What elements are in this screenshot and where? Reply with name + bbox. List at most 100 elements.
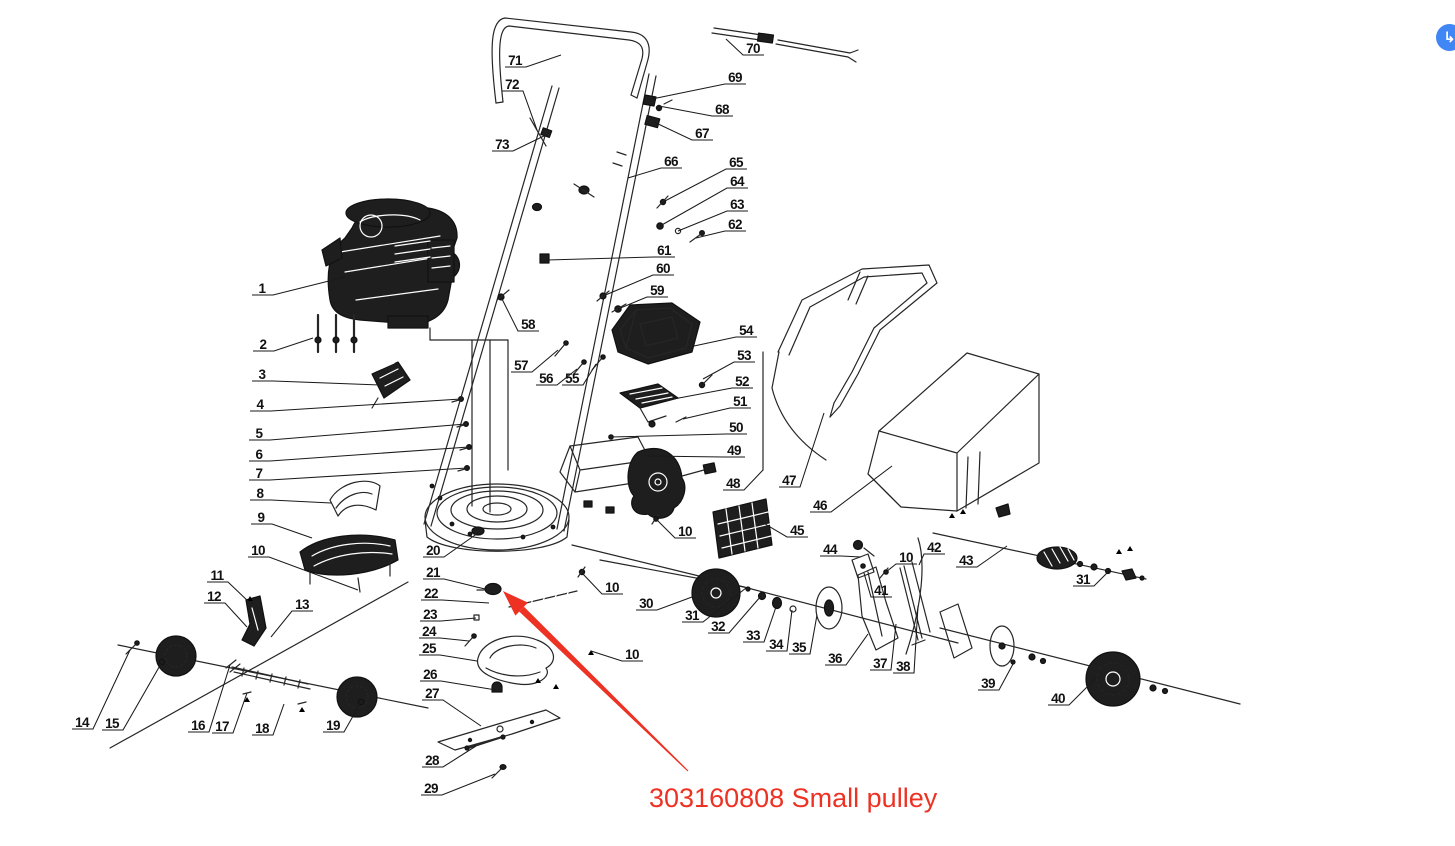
part-number-label: 18 xyxy=(255,721,270,736)
part-number-label: 9 xyxy=(258,510,265,525)
part-leader-line xyxy=(421,599,490,604)
part-number-label: 60 xyxy=(656,261,670,276)
part-number-label: 10 xyxy=(678,524,692,539)
part-leader-line xyxy=(779,412,825,488)
part-leader-line xyxy=(766,609,793,652)
part-number-label: 63 xyxy=(730,197,745,212)
part-leader-line xyxy=(252,703,285,736)
part-leader-line xyxy=(636,596,693,611)
part-number-label: 39 xyxy=(981,676,995,691)
part-leader-line xyxy=(250,398,462,412)
part-leader-line xyxy=(918,553,945,566)
part-leader-line xyxy=(956,545,1008,568)
part-number-label: 25 xyxy=(422,641,437,656)
part-number-label: 46 xyxy=(813,498,828,513)
part-leader-line xyxy=(422,745,477,768)
part-number-label: 44 xyxy=(823,542,838,557)
part-leader-line xyxy=(421,773,496,796)
part-number-label: 26 xyxy=(423,667,438,682)
bag-frame-drawing xyxy=(771,264,938,461)
part-number-label: 13 xyxy=(295,597,310,612)
part-leader-line xyxy=(677,210,748,232)
part-number-label: 36 xyxy=(828,651,843,666)
part-number-label: 8 xyxy=(257,486,265,501)
part-leader-line xyxy=(893,605,919,674)
part-leader-line xyxy=(658,105,733,117)
part-leader-line xyxy=(204,602,248,628)
part-leader-line xyxy=(249,423,467,441)
part-number-label: 49 xyxy=(727,443,741,458)
part-number-label: 1 xyxy=(259,281,267,296)
part-leader-line xyxy=(695,230,746,239)
part-leader-line xyxy=(249,446,470,462)
part-number-label: 40 xyxy=(1051,691,1065,706)
part-leader-line xyxy=(789,614,818,655)
part-number-label: 68 xyxy=(715,102,730,117)
blade-adapter-drawing xyxy=(464,614,594,694)
part-leader-line xyxy=(253,337,314,352)
handle-assembly-drawing xyxy=(423,17,859,532)
part-leader-line xyxy=(655,518,696,539)
part-leader-line xyxy=(188,664,231,733)
part-number-label: 14 xyxy=(75,715,90,730)
part-leader-line xyxy=(645,455,745,458)
annotation-arrow-head xyxy=(503,591,528,616)
part-leader-line xyxy=(419,654,478,662)
part-leader-line xyxy=(546,256,675,261)
part-number-label: 67 xyxy=(695,126,709,141)
part-number-label: 10 xyxy=(899,550,913,565)
part-number-label: 3 xyxy=(259,367,267,382)
part-leader-line xyxy=(422,699,482,727)
part-number-label: 31 xyxy=(685,608,700,623)
part-leader-line xyxy=(662,387,753,402)
part-number-label: 11 xyxy=(210,568,224,583)
part-number-label: 29 xyxy=(424,781,438,796)
heat-shield-drawing xyxy=(371,361,411,409)
part-leader-line xyxy=(536,368,578,386)
part-number-label: 17 xyxy=(215,719,229,734)
part-number-label: 61 xyxy=(657,243,672,258)
part-number-label: 22 xyxy=(424,586,438,601)
part-number-label: 73 xyxy=(495,137,510,152)
part-number-label: 16 xyxy=(191,718,206,733)
part-number-label: 42 xyxy=(927,540,941,555)
part-number-label: 51 xyxy=(733,394,748,409)
part-number-label: 27 xyxy=(425,686,439,701)
part-leader-line xyxy=(323,701,362,733)
part-number-label: 41 xyxy=(874,583,889,598)
grass-bag-drawing xyxy=(867,352,1040,518)
translate-icon[interactable]: ↳ xyxy=(1436,24,1455,51)
part-number-label: 57 xyxy=(514,358,528,373)
part-number-label: 15 xyxy=(105,716,120,731)
part-number-label: 4 xyxy=(257,397,265,412)
part-number-label: 10 xyxy=(605,580,619,595)
annotation-text: 303160808 Small pulley xyxy=(649,783,938,813)
part-leader-line xyxy=(250,499,332,504)
part-leader-line xyxy=(810,465,893,513)
control-module-drawing xyxy=(619,383,687,428)
part-number-label: 7 xyxy=(256,466,263,481)
part-leader-line xyxy=(693,336,757,347)
part-number-label: 38 xyxy=(896,659,911,674)
part-number-label: 70 xyxy=(746,41,760,56)
part-number-label: 69 xyxy=(728,70,742,85)
part-number-label: 71 xyxy=(508,53,523,68)
transmission-drawing xyxy=(559,434,717,578)
part-number-label: 23 xyxy=(423,607,438,622)
part-number-label: 45 xyxy=(790,523,805,538)
part-number-label: 19 xyxy=(326,718,340,733)
part-number-label: 21 xyxy=(426,565,441,580)
part-leader-line xyxy=(870,623,897,671)
small-fasteners-left xyxy=(451,396,473,472)
part-number-label: 2 xyxy=(260,337,267,352)
part-leader-line xyxy=(511,349,559,373)
part-leader-line xyxy=(212,692,248,734)
part-leader-line xyxy=(423,578,486,590)
battery-pack-drawing xyxy=(611,302,713,389)
part-leader-line xyxy=(662,168,747,203)
part-number-label: 62 xyxy=(728,217,742,232)
part-number-label: 47 xyxy=(782,473,796,488)
small-pulley-part xyxy=(476,582,502,596)
engine-drawing xyxy=(321,198,461,341)
